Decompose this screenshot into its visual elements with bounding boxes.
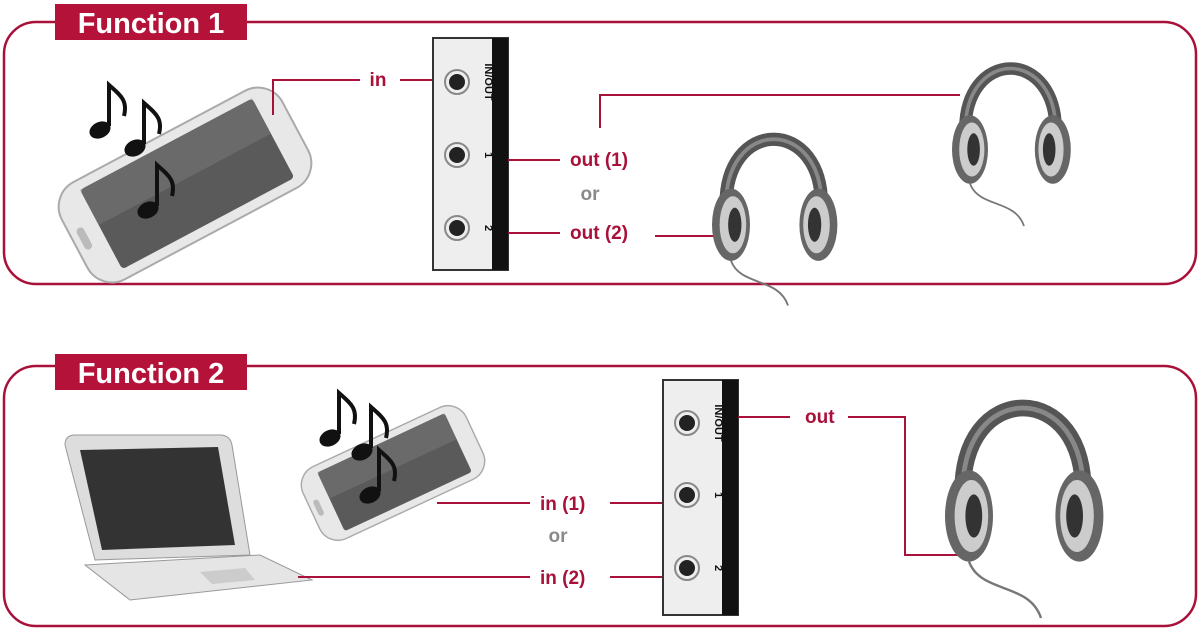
port-label-in-out: IN/OUT: [712, 404, 724, 442]
jack-2: [674, 555, 700, 581]
port-label-2: 2: [712, 565, 724, 571]
port-label-2: 2: [482, 225, 494, 231]
jack-in-out: [674, 410, 700, 436]
port-label-in-out: IN/OUT: [482, 63, 494, 101]
in-1-label: in (1): [540, 494, 585, 515]
out-wires: [508, 94, 960, 237]
jack-in-out: [444, 69, 470, 95]
out-1-label: out (1): [570, 150, 628, 171]
out-label: out: [805, 407, 835, 428]
function-1-panel: Function 1 in IN/OUT 1 2 out (1) or out …: [2, 4, 1198, 306]
in-wire: [272, 79, 433, 115]
smartphone-icon: [47, 76, 323, 294]
or-label: or: [581, 184, 601, 205]
function-1-title-box: [55, 4, 247, 40]
jack-1: [444, 142, 470, 168]
function-2-title-box: [55, 354, 247, 390]
headphones-icon: [712, 139, 837, 305]
in-2-label: in (2): [540, 568, 585, 589]
out-2-label: out (2): [570, 223, 628, 244]
or-label: or: [549, 526, 569, 547]
function-2-panel: Function 2 in (1) or in (2) IN/OUT 1 2 o…: [2, 354, 1198, 628]
jack-1: [674, 482, 700, 508]
headphones-icon: [952, 69, 1071, 227]
splitter-device: IN/OUT 1 2: [662, 379, 739, 616]
out-wire: [738, 416, 960, 556]
function-1-title: Function 1: [78, 8, 225, 40]
in-wires: [298, 502, 663, 578]
splitter-device: IN/OUT 1 2: [432, 37, 509, 271]
port-label-1: 1: [482, 152, 494, 158]
function-2-title: Function 2: [78, 358, 225, 390]
laptop-icon: [64, 434, 314, 601]
jack-2: [444, 215, 470, 241]
headphones-icon: [945, 408, 1103, 618]
port-label-1: 1: [712, 492, 724, 498]
in-label: in: [370, 70, 387, 91]
